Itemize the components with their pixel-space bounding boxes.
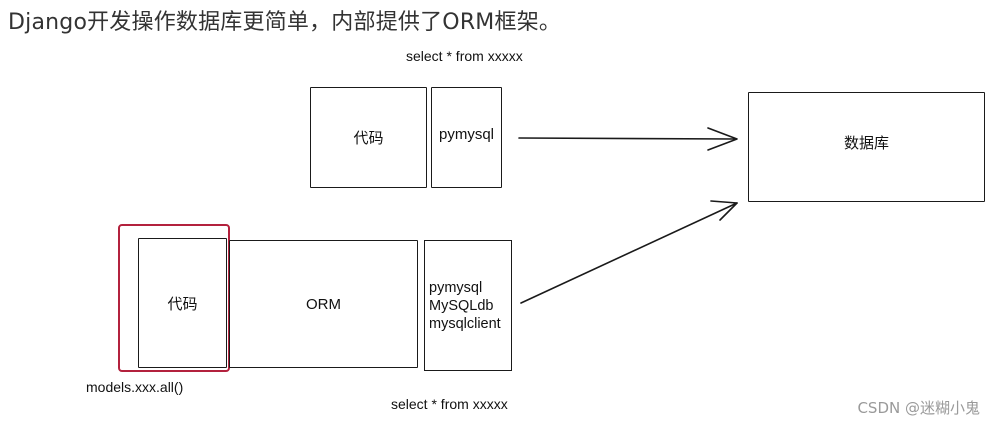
bottom-code-label: 代码 xyxy=(167,295,198,313)
driver-mysqlclient: mysqlclient xyxy=(429,315,501,332)
models-call-caption: models.xxx.all() xyxy=(86,379,184,395)
driver-mysqldb: MySQLdb xyxy=(429,297,494,314)
top-code-label: 代码 xyxy=(353,130,384,147)
bottom-sql-label: select * from xxxxx xyxy=(391,396,508,412)
bottom-code-box: 代码 xyxy=(138,238,227,368)
csdn-watermark: CSDN @迷糊小鬼 xyxy=(857,399,980,417)
drivers-box: pymysql MySQLdb mysqlclient xyxy=(424,240,512,371)
top-pymysql-label: pymysql xyxy=(438,126,494,143)
orm-label: ORM xyxy=(306,295,341,313)
top-sql-label: select * from xxxxx xyxy=(406,48,523,64)
top-pymysql-box: pymysql xyxy=(431,87,502,188)
bottom-arrow xyxy=(520,200,738,304)
orm-box: ORM xyxy=(229,240,418,368)
driver-pymysql: pymysql xyxy=(429,279,483,296)
diagram-heading: Django开发操作数据库更简单，内部提供了ORM框架。 xyxy=(8,10,562,35)
database-label: 数据库 xyxy=(843,134,889,152)
top-code-box: 代码 xyxy=(310,87,427,188)
top-arrow xyxy=(518,127,738,151)
database-box: 数据库 xyxy=(748,92,985,202)
